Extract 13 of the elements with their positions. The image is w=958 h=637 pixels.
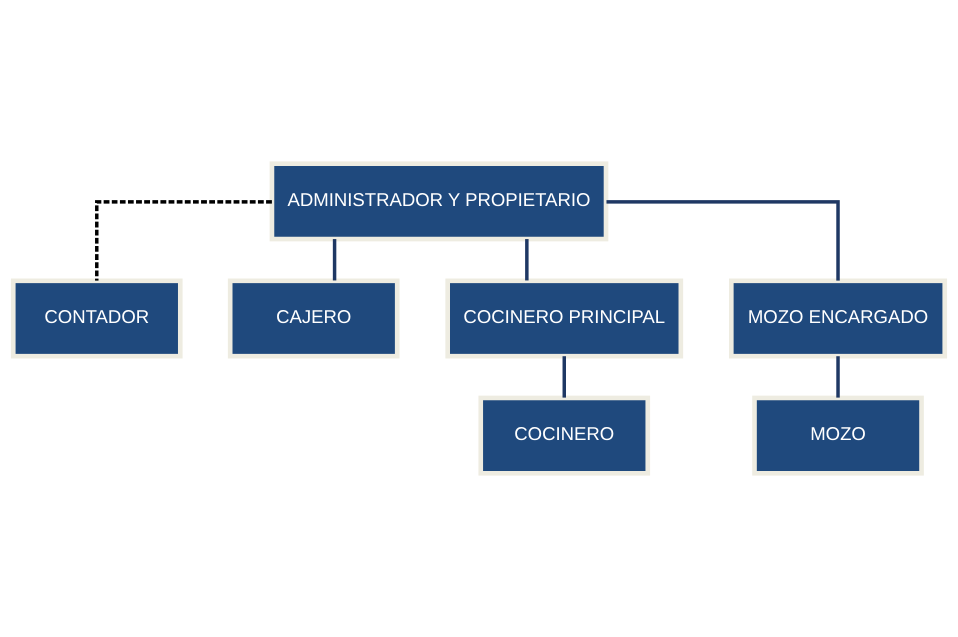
connector xyxy=(332,239,336,280)
node-box: CAJERO xyxy=(228,278,400,359)
connector xyxy=(525,239,529,280)
node-box: COCINERO PRINCIPAL xyxy=(445,278,684,359)
node-box: ADMINISTRADOR Y PROPIETARIO xyxy=(270,161,608,242)
connector xyxy=(95,200,272,281)
node-box: COCINERO xyxy=(478,396,650,476)
connector xyxy=(562,356,566,398)
connector xyxy=(836,356,840,398)
node-box: MOZO xyxy=(752,396,924,476)
connector xyxy=(606,200,840,281)
node-box: MOZO ENCARGADO xyxy=(728,278,948,359)
node-box: CONTADOR xyxy=(10,278,183,359)
